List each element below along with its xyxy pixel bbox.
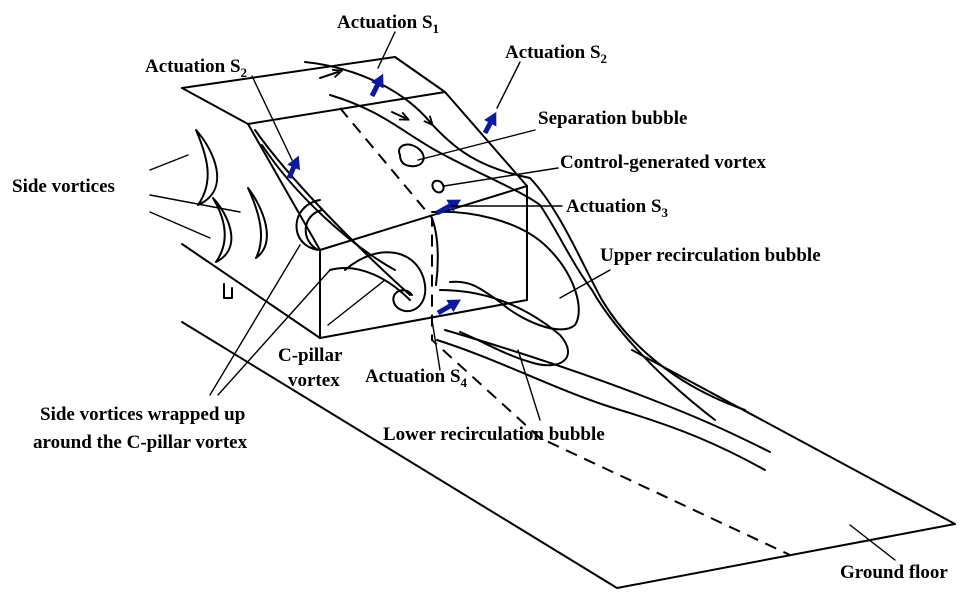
vehicle-body	[181, 56, 528, 339]
label-c-pillar-line2: vortex	[288, 370, 340, 391]
label-side-vortices: Side vortices	[12, 176, 115, 197]
control-vortex-shape	[431, 179, 445, 194]
label-separation-bubble: Separation bubble	[538, 108, 687, 129]
lower-recirculation-shape	[436, 289, 771, 471]
upper-recirculation-shape	[431, 210, 580, 331]
label-actuation-s2-right: Actuation S2	[505, 42, 607, 66]
side-vortex-shapes	[195, 129, 268, 263]
label-c-pillar-line1: C-pillar	[278, 345, 343, 366]
centerline-dashed	[339, 107, 791, 556]
wrapped-side-vortex	[254, 129, 411, 296]
label-ground-floor: Ground floor	[840, 562, 948, 583]
leader-lines	[149, 31, 896, 561]
label-actuation-s2-left: Actuation S2	[145, 56, 247, 80]
label-control-generated-vortex: Control-generated vortex	[560, 152, 766, 173]
separation-bubble-shape	[398, 143, 425, 168]
label-side-vortices-wrapped-line1: Side vortices wrapped up	[40, 404, 245, 425]
label-side-vortices-wrapped-line2: around the C-pillar vortex	[33, 432, 248, 453]
label-actuation-s3: Actuation S3	[566, 196, 669, 220]
actuation-arrows	[286, 73, 497, 316]
label-lower-recirculation-bubble: Lower recirculation bubble	[383, 424, 605, 445]
label-actuation-s4: Actuation S4	[365, 366, 468, 390]
c-pillar-vortex	[329, 251, 427, 313]
label-actuation-s1: Actuation S1	[337, 12, 439, 36]
label-upper-recirculation-bubble: Upper recirculation bubble	[600, 245, 821, 266]
ground-floor	[181, 321, 956, 589]
roof-streamlines	[304, 61, 746, 421]
